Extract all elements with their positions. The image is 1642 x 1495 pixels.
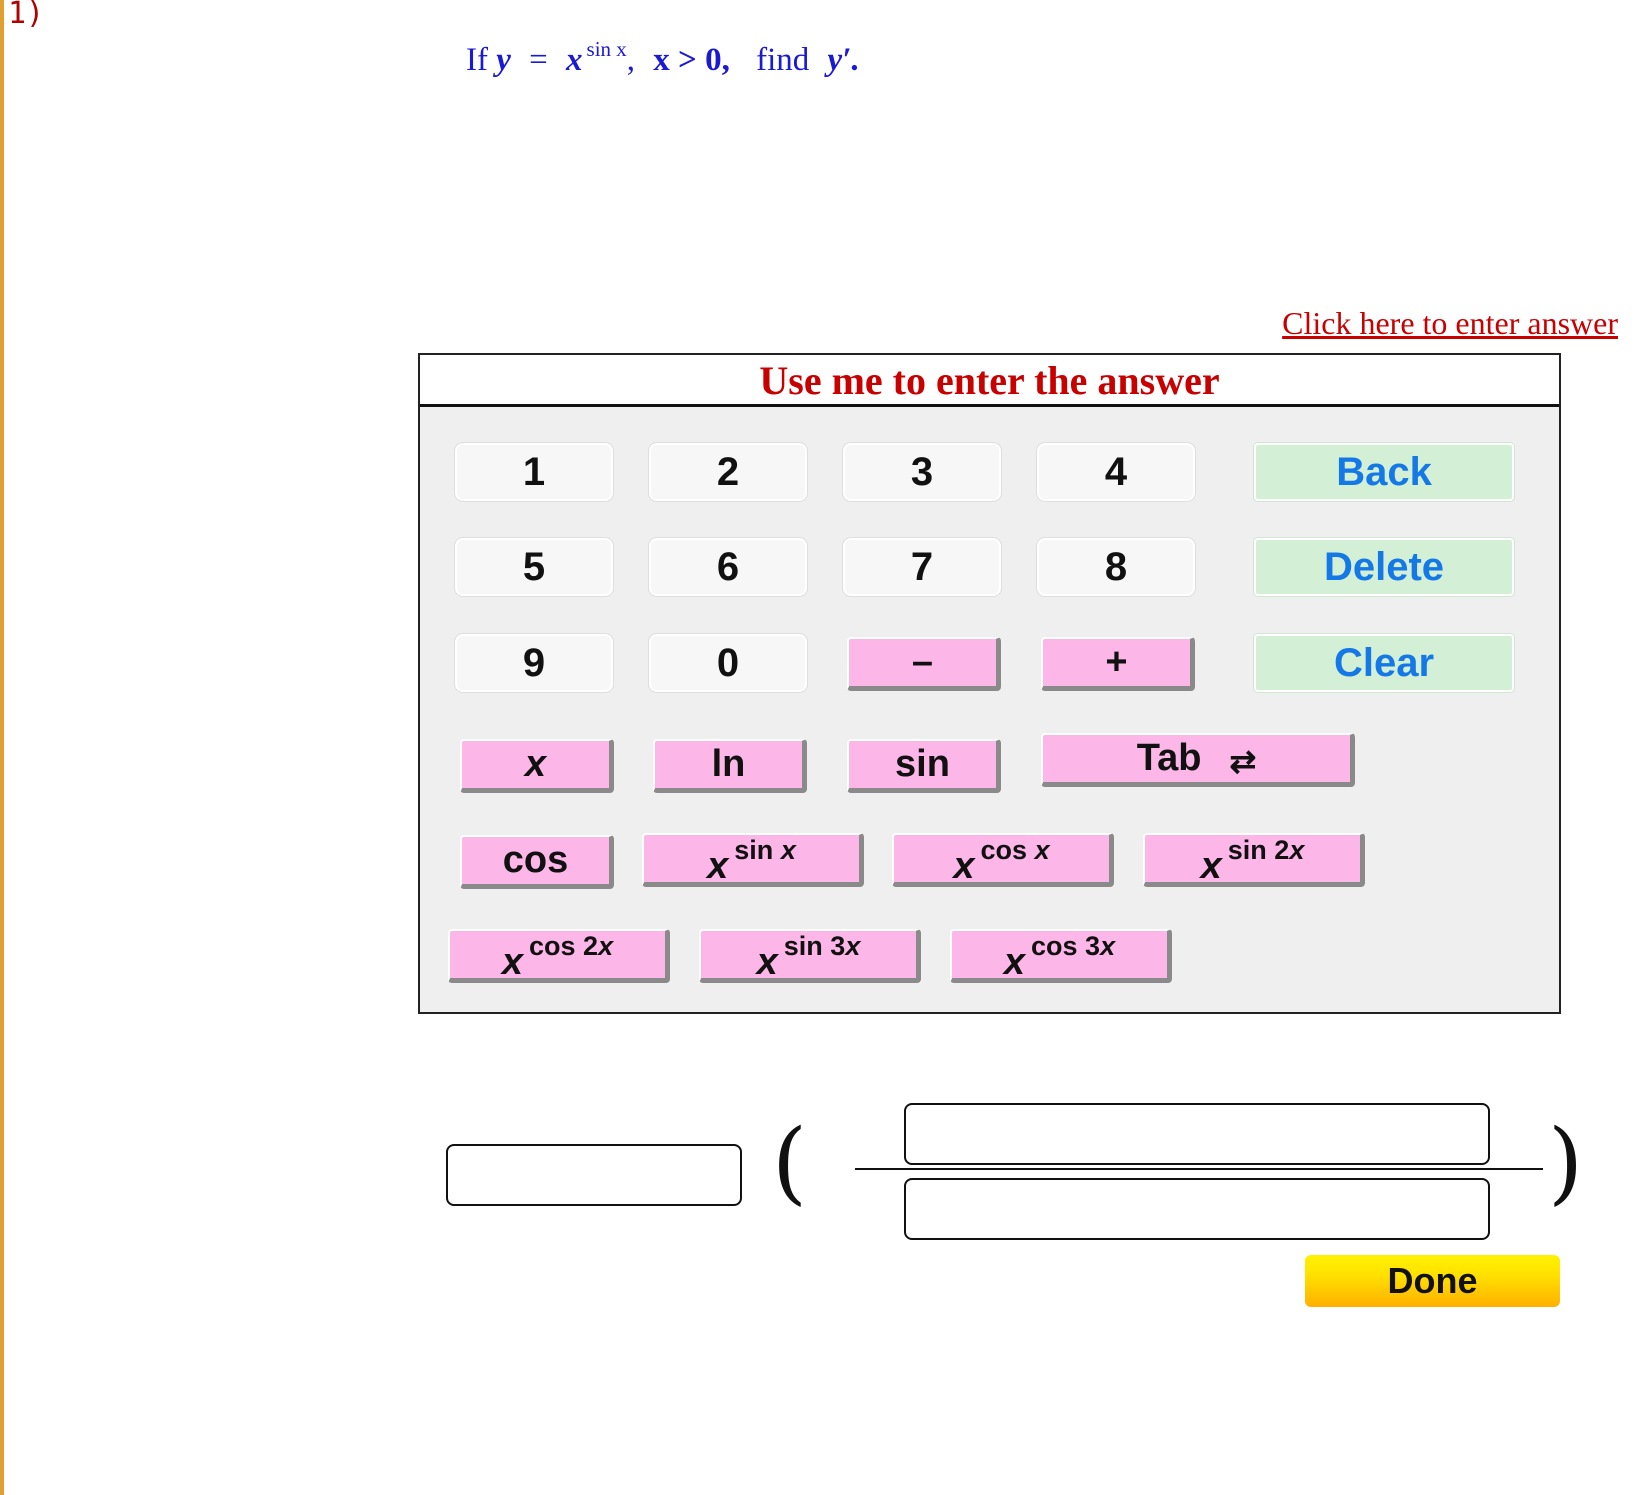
denominator-input[interactable]	[904, 1178, 1490, 1240]
delete-button[interactable]: Delete	[1254, 538, 1514, 596]
open-paren: (	[772, 1110, 808, 1215]
question-if: If	[466, 42, 488, 78]
key-3[interactable]: 3	[843, 443, 1001, 501]
key-6[interactable]: 6	[649, 538, 807, 596]
enter-answer-link[interactable]: Click here to enter answer	[1282, 305, 1618, 341]
question-target: y′.	[827, 42, 860, 78]
clear-button[interactable]: Clear	[1254, 634, 1514, 692]
key-x[interactable]: x	[460, 739, 614, 793]
key-4[interactable]: 4	[1037, 443, 1195, 501]
key-8[interactable]: 8	[1037, 538, 1195, 596]
key-sin[interactable]: sin	[847, 739, 1001, 793]
close-paren: )	[1548, 1110, 1584, 1215]
tab-arrows-icon: ⇄	[1229, 742, 1257, 779]
coefficient-input[interactable]	[446, 1144, 742, 1206]
numerator-input[interactable]	[904, 1103, 1490, 1165]
key-7[interactable]: 7	[843, 538, 1001, 596]
question-find: find	[756, 42, 810, 78]
key-minus[interactable]: –	[847, 637, 1001, 691]
question-base: x	[566, 42, 583, 78]
question-y: y	[496, 42, 511, 78]
question-condition: x > 0,	[653, 42, 730, 78]
key-0[interactable]: 0	[649, 634, 807, 692]
left-margin-rule	[0, 0, 4, 1495]
key-2[interactable]: 2	[649, 443, 807, 501]
answer-keypad: Use me to enter the answer 1 2 3 4 Back …	[418, 353, 1561, 1014]
key-1[interactable]: 1	[455, 443, 613, 501]
back-button[interactable]: Back	[1254, 443, 1514, 501]
key-tab[interactable]: Tab ⇄	[1041, 733, 1355, 787]
question-number: 1)	[8, 0, 45, 31]
question-exponent: sin x	[586, 37, 627, 61]
key-ln[interactable]: ln	[653, 739, 807, 793]
key-tab-label: Tab	[1136, 737, 1202, 779]
keypad-title: Use me to enter the answer	[420, 355, 1559, 407]
fraction-bar	[855, 1168, 1543, 1170]
question-equals: =	[529, 42, 548, 78]
key-9[interactable]: 9	[455, 634, 613, 692]
key-cos[interactable]: cos	[460, 835, 614, 889]
key-5[interactable]: 5	[455, 538, 613, 596]
key-plus[interactable]: +	[1041, 637, 1195, 691]
done-button[interactable]: Done	[1305, 1255, 1560, 1307]
question-comma: ,	[626, 42, 636, 78]
